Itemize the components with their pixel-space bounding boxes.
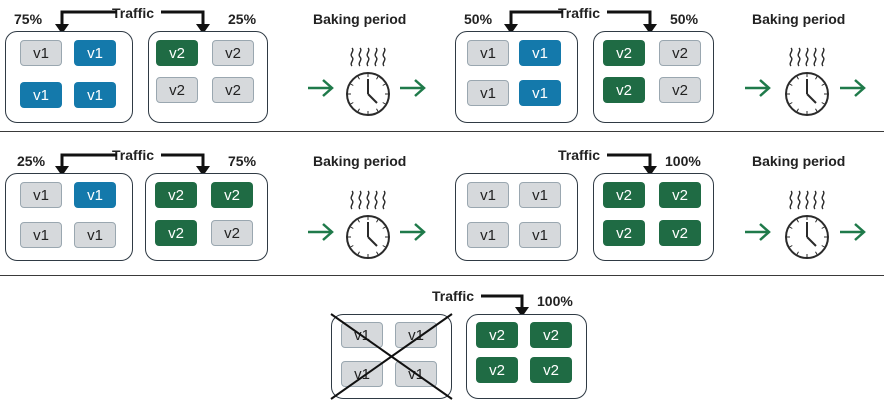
v2-instance: v2 [603,182,645,208]
row-divider-2 [0,275,884,276]
v2-instance: v2 [659,182,701,208]
v1-instance: v1 [74,182,116,208]
v2-instance: v2 [156,77,198,103]
v1-instance: v1 [467,40,509,66]
stage-4-baking-period-label: Baking period [752,153,846,169]
traffic-arrow-right [481,294,524,313]
v1-instance: v1 [341,361,383,387]
v2-instance: v2 [155,182,197,208]
v2-instance: v2 [212,77,254,103]
v2-instance: v2 [659,220,701,246]
stage-1-clock-icon [346,47,390,116]
traffic-arrow-right [607,153,652,172]
v1-instance: v1 [467,80,509,106]
stage-2-arrow-out-icon [840,79,866,97]
stage-1-arrow-in-icon [308,79,334,97]
v1-instance: v1 [467,182,509,208]
v2-instance: v2 [659,77,701,103]
v1-instance: v1 [20,182,62,208]
stage-2-arrow-in-icon [745,79,771,97]
v2-instance: v2 [156,40,198,66]
v1-instance: v1 [519,222,561,248]
v2-instance: v2 [211,220,253,246]
v2-instance: v2 [530,322,572,348]
v2-instance: v2 [155,220,197,246]
v1-instance: v1 [519,182,561,208]
stage-1-arrow-out-icon [400,79,426,97]
stage-5-traffic-label: Traffic [432,288,475,304]
stage-4-clock-icon [785,190,829,259]
stage-4-arrow-in-icon [745,223,771,241]
v1-instance: v1 [467,222,509,248]
v2-instance: v2 [212,40,254,66]
stage-2-v2-percent: 50% [670,11,699,27]
v2-instance: v2 [603,220,645,246]
stage-5-removed-cross-icon [330,313,453,400]
stage-1-traffic-label: Traffic [112,5,155,21]
v1-instance: v1 [74,40,116,66]
v1-instance: v1 [395,322,437,348]
v2-instance: v2 [659,40,701,66]
stage-3-traffic-label: Traffic [112,147,155,163]
stage-1-v2-percent: 25% [228,11,257,27]
stage-1-v1-percent: 75% [14,11,43,27]
stage-3-clock-icon [346,190,390,259]
stage-3-baking-period-label: Baking period [313,153,407,169]
stage-3-arrow-out-icon [400,223,426,241]
traffic-arrow-right [161,10,205,30]
v1-instance: v1 [519,80,561,106]
stage-2-traffic-label: Traffic [558,5,601,21]
stage-2-clock-icon [785,47,829,116]
stage-3-v1-percent: 25% [17,153,46,169]
stage-4-arrow-out-icon [840,223,866,241]
row-divider-1 [0,131,884,132]
stage-3-arrow-in-icon [308,223,334,241]
v2-instance: v2 [211,182,253,208]
v2-instance: v2 [530,357,572,383]
v1-instance: v1 [20,222,62,248]
stage-1-baking-period-label: Baking period [313,11,407,27]
stage-5-v2-percent: 100% [537,293,573,309]
v1-instance: v1 [519,40,561,66]
stage-2-baking-period-label: Baking period [752,11,846,27]
v1-instance: v1 [74,82,116,108]
stage-2-v1-percent: 50% [464,11,493,27]
v2-instance: v2 [603,77,645,103]
traffic-arrow-right [161,153,205,172]
v2-instance: v2 [603,40,645,66]
stage-4-traffic-label: Traffic [558,147,601,163]
stage-3-v2-percent: 75% [228,153,257,169]
stage-4-v2-percent: 100% [665,153,701,169]
v2-instance: v2 [476,322,518,348]
traffic-arrow-left [60,10,117,30]
v1-instance: v1 [74,222,116,248]
traffic-arrow-left [509,10,563,30]
v2-instance: v2 [476,357,518,383]
traffic-arrow-left [60,153,117,172]
traffic-arrow-right [607,10,652,30]
v1-instance: v1 [20,82,62,108]
v1-instance: v1 [20,40,62,66]
